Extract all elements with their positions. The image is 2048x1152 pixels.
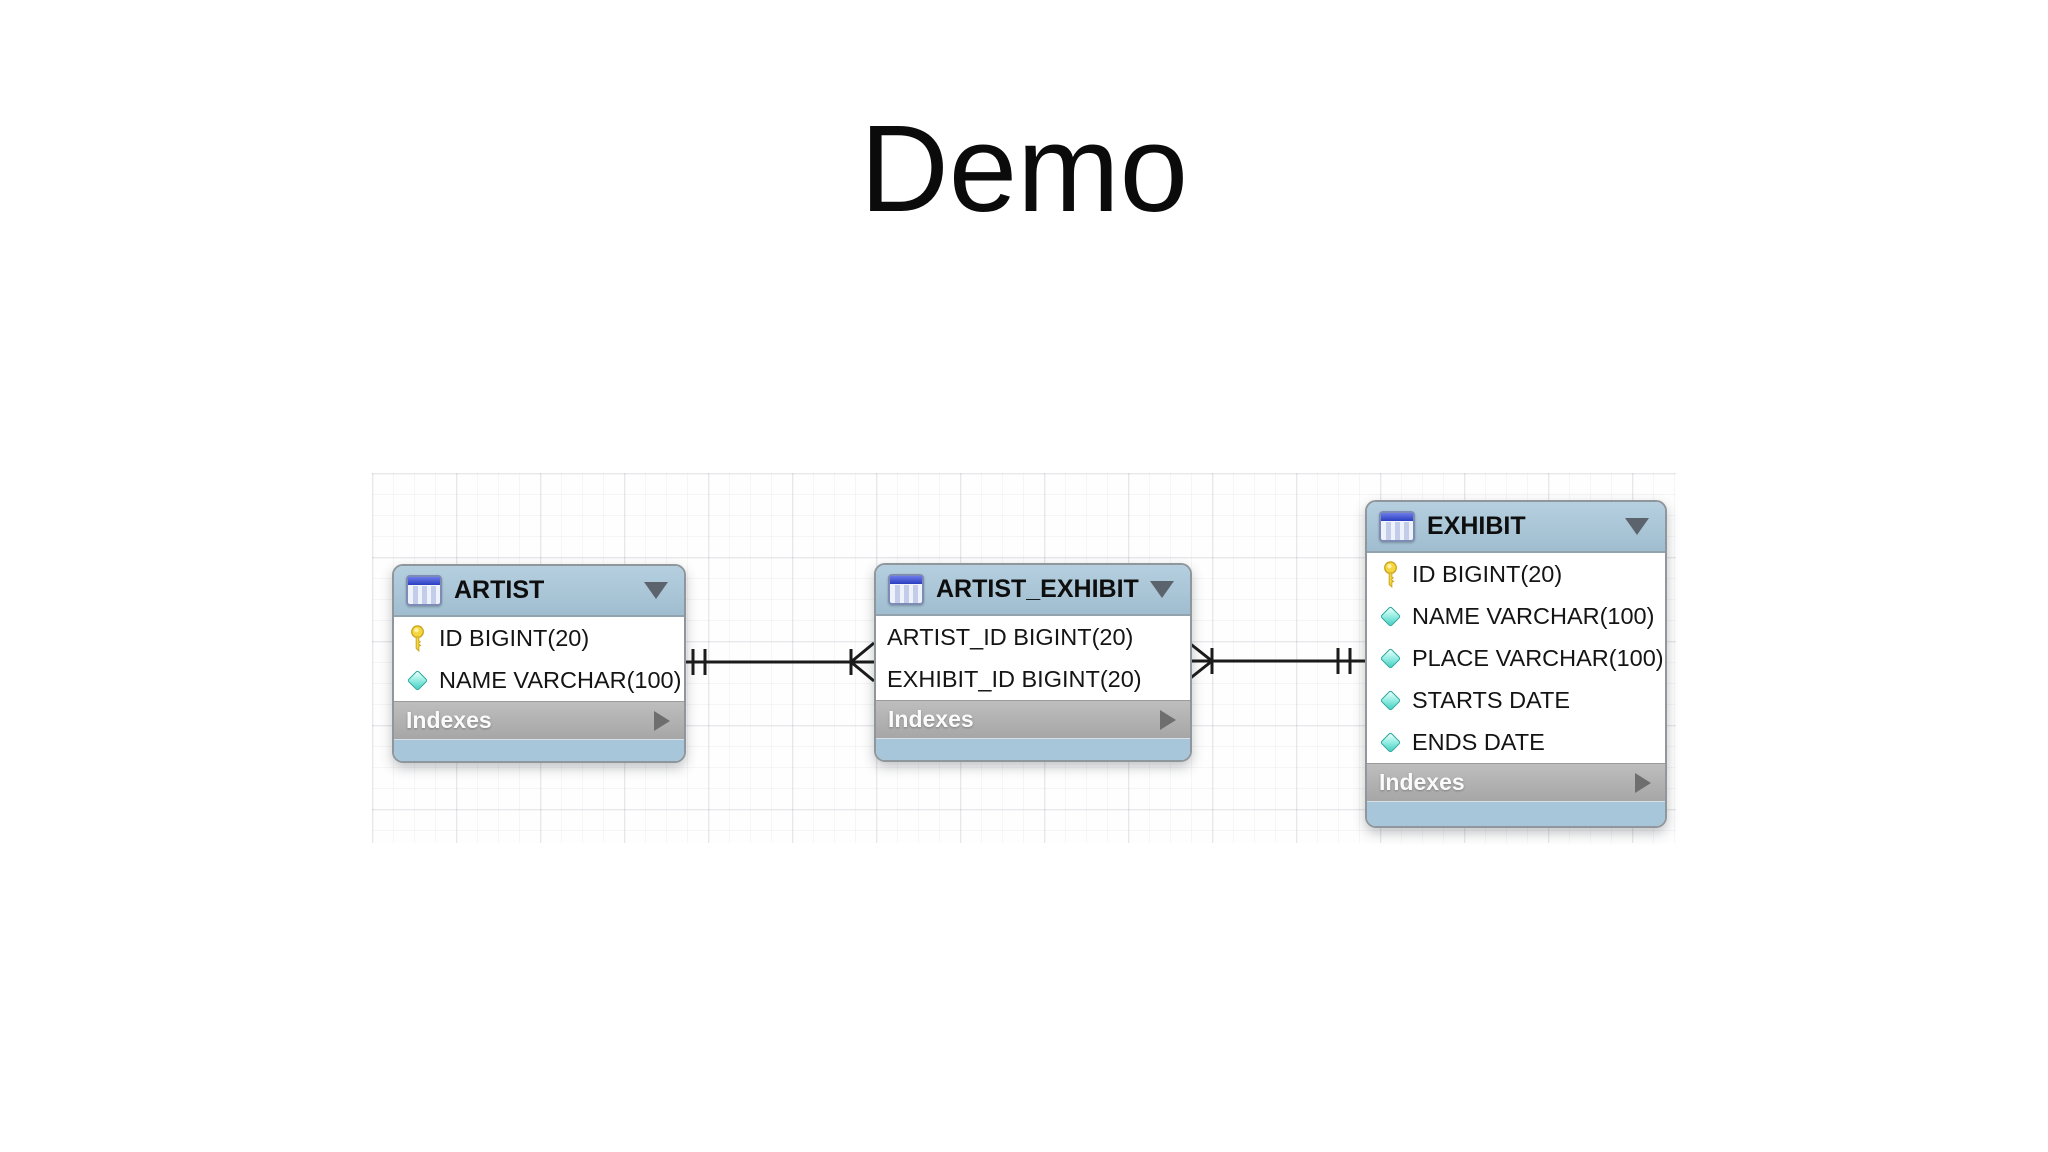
table-footer: [394, 739, 684, 761]
table-icon: [888, 574, 924, 605]
diamond-icon: [405, 666, 429, 694]
indexes-bar[interactable]: Indexes: [1367, 763, 1665, 801]
table-name: ARTIST_EXHIBIT: [936, 575, 1139, 603]
column-label: NAME VARCHAR(100): [439, 666, 682, 693]
indexes-bar[interactable]: Indexes: [394, 701, 684, 739]
key-icon: [1378, 560, 1402, 588]
table-exhibit-columns: ID BIGINT(20) NAME VARCHAR(100) PLACE VARC…: [1367, 553, 1665, 763]
column-row[interactable]: ARTIST_ID BIGINT(20): [876, 616, 1190, 658]
column-row[interactable]: PLACE VARCHAR(100): [1367, 637, 1665, 679]
diamond-icon: [1378, 686, 1402, 714]
column-row[interactable]: ID BIGINT(20): [1367, 553, 1665, 595]
column-row[interactable]: ENDS DATE: [1367, 721, 1665, 763]
page-title: Demo: [859, 101, 1189, 238]
table-artist-header[interactable]: ARTIST: [394, 566, 684, 617]
indexes-label: Indexes: [406, 707, 492, 733]
table-icon: [1379, 511, 1415, 542]
column-label: ID BIGINT(20): [1412, 560, 1563, 587]
table-artist-exhibit-columns: ARTIST_ID BIGINT(20) EXHIBIT_ID BIGINT(20…: [876, 616, 1190, 700]
diamond-icon: [1378, 728, 1402, 756]
column-label: PLACE VARCHAR(100): [1412, 644, 1664, 671]
table-exhibit[interactable]: EXHIBIT ID BIGINT(20) NAME VARCHAR(100) PL…: [1365, 500, 1667, 828]
table-artist-exhibit-header[interactable]: ARTIST_EXHIBIT: [876, 565, 1190, 616]
column-row[interactable]: ID BIGINT(20): [394, 617, 684, 659]
key-icon: [405, 624, 429, 652]
collapse-triangle-icon[interactable]: [1150, 581, 1174, 598]
table-name: EXHIBIT: [1427, 512, 1526, 540]
table-artist-columns: ID BIGINT(20) NAME VARCHAR(100): [394, 617, 684, 701]
indexes-bar[interactable]: Indexes: [876, 700, 1190, 738]
table-footer: [1367, 801, 1665, 826]
table-exhibit-header[interactable]: EXHIBIT: [1367, 502, 1665, 553]
indexes-label: Indexes: [1379, 769, 1465, 795]
indexes-label: Indexes: [888, 706, 974, 732]
expand-triangle-icon[interactable]: [1160, 709, 1176, 730]
expand-triangle-icon[interactable]: [1635, 772, 1651, 793]
diamond-icon: [1378, 644, 1402, 672]
column-row[interactable]: STARTS DATE: [1367, 679, 1665, 721]
column-label: ARTIST_ID BIGINT(20): [887, 623, 1134, 650]
column-label: STARTS DATE: [1412, 686, 1570, 713]
table-name: ARTIST: [454, 576, 545, 604]
collapse-triangle-icon[interactable]: [644, 582, 668, 599]
column-label: NAME VARCHAR(100): [1412, 602, 1655, 629]
column-label: ID BIGINT(20): [439, 624, 590, 651]
table-artist[interactable]: ARTIST ID BIGINT(20) NAME VARCHAR(100) In…: [392, 564, 686, 763]
column-label: ENDS DATE: [1412, 728, 1545, 755]
table-artist-exhibit[interactable]: ARTIST_EXHIBIT ARTIST_ID BIGINT(20) EXHIB…: [874, 563, 1192, 762]
column-row[interactable]: EXHIBIT_ID BIGINT(20): [876, 658, 1190, 700]
column-row[interactable]: NAME VARCHAR(100): [1367, 595, 1665, 637]
column-label: EXHIBIT_ID BIGINT(20): [887, 665, 1142, 692]
collapse-triangle-icon[interactable]: [1625, 518, 1649, 535]
diamond-icon: [1378, 602, 1402, 630]
table-footer: [876, 738, 1190, 760]
expand-triangle-icon[interactable]: [654, 710, 670, 731]
table-icon: [406, 575, 442, 606]
column-row[interactable]: NAME VARCHAR(100): [394, 659, 684, 701]
